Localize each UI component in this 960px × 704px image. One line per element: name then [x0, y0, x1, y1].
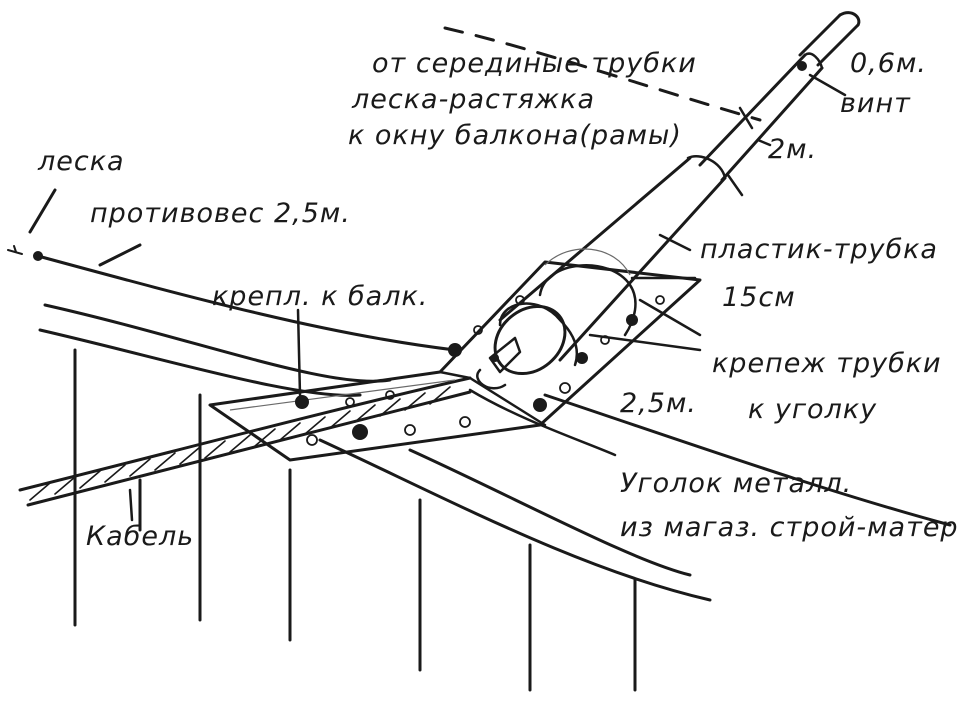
label-leska: леска — [37, 146, 125, 177]
label-krepezh: крепеж трубки — [712, 348, 942, 379]
antenna-mast — [476, 11, 861, 390]
bracket-label-lead — [468, 388, 617, 457]
label-len-15: 15см — [722, 282, 796, 313]
label-len-25: 2,5м. — [620, 388, 697, 419]
metal-angle-bracket — [208, 260, 702, 462]
label-k-oknu: к окну балкона(рамы) — [348, 120, 682, 151]
label-protivoves: противовес 2,5м. — [90, 198, 351, 229]
cable — [18, 376, 472, 522]
leader-lines — [296, 73, 847, 397]
label-k-ugolku: к уголку — [748, 394, 877, 425]
label-vint: винт — [840, 88, 911, 119]
label-plastik-trubka: пластик-трубка — [700, 234, 938, 265]
tube-clamps — [498, 248, 637, 367]
guy-line — [443, 26, 762, 197]
label-ugolok: Уголок металл. — [620, 468, 852, 499]
balcony-railing — [73, 348, 637, 692]
label-kabel: Кабель — [86, 521, 194, 552]
label-krepl-balk: крепл. к балк. — [212, 281, 428, 312]
label-ot-serediny: от серединые трубки — [372, 48, 697, 79]
counterweight-line — [7, 188, 457, 352]
radial-line-lower — [543, 393, 952, 527]
balcony-rail-lines — [38, 303, 712, 602]
label-len-06: 0,6м. — [850, 48, 927, 79]
label-len-2: 2м. — [768, 134, 817, 165]
label-iz-magaz: из магаз. строй-матер. — [620, 512, 960, 543]
label-leska-rastyazhka: леска-растяжка — [351, 84, 595, 115]
